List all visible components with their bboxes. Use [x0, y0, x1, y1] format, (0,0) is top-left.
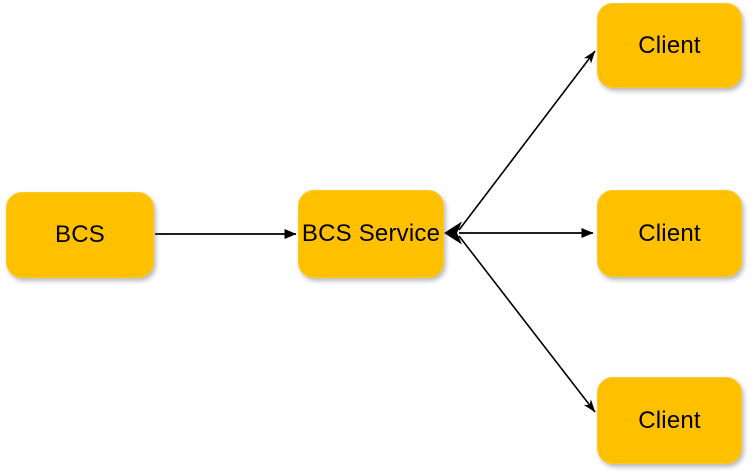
- node-label: Client: [638, 406, 701, 434]
- node-client-3: Client: [597, 377, 742, 464]
- node-client-2: Client: [597, 190, 742, 277]
- node-bcs: BCS: [6, 192, 154, 278]
- node-bcs-service: BCS Service: [298, 190, 444, 278]
- fan-origin-arrowhead-icon: [444, 221, 462, 245]
- node-label: Client: [638, 219, 701, 247]
- node-label: Client: [638, 31, 701, 59]
- edge-service-to-client-1: [458, 50, 596, 231]
- edge-service-to-client-3: [458, 235, 596, 413]
- node-label: BCS Service: [301, 220, 441, 247]
- node-client-1: Client: [597, 3, 742, 88]
- node-label: BCS: [55, 221, 105, 248]
